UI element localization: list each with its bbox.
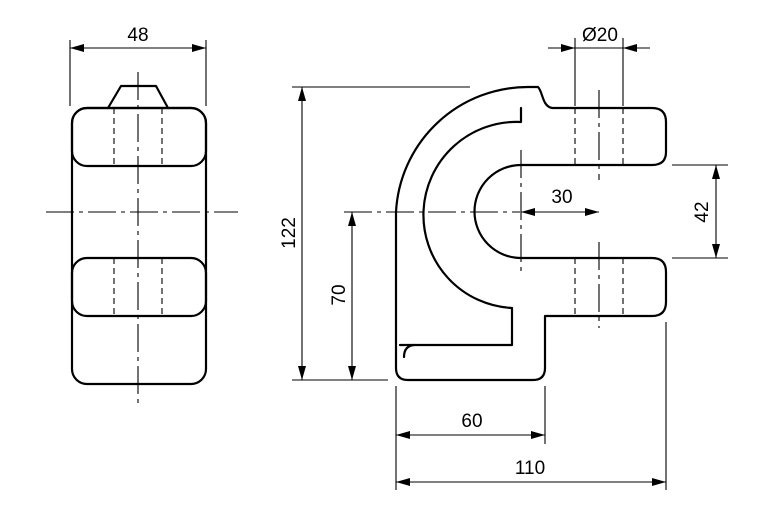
arrow-head xyxy=(531,431,545,439)
front-view-inner-arc xyxy=(398,106,523,347)
arrow-head xyxy=(348,366,356,380)
side-view: 48 xyxy=(46,25,238,408)
dim-dia-label: Ø20 xyxy=(582,25,618,46)
arrow-head xyxy=(348,212,356,226)
side-view-bottom-lug xyxy=(70,256,208,318)
arrow-head xyxy=(298,366,306,380)
dim-30-label: 30 xyxy=(551,187,572,208)
arrow-head xyxy=(298,87,306,101)
front-view-groove xyxy=(402,343,416,359)
dim-48-label: 48 xyxy=(127,25,148,46)
arrow-head xyxy=(652,478,666,486)
dim-110-label: 110 xyxy=(515,458,545,479)
dim-42-label: 42 xyxy=(692,201,713,222)
arrow-head xyxy=(561,44,575,52)
side-view-top-lug xyxy=(70,106,208,168)
dim-60-label: 60 xyxy=(461,411,482,432)
arrow-head xyxy=(712,244,720,258)
arrow-head xyxy=(396,478,410,486)
front-view: 122 70 Ø20 30 42 60 xyxy=(279,25,728,490)
arrow-head xyxy=(70,44,84,52)
arrow-head xyxy=(712,165,720,179)
arrow-head xyxy=(623,44,637,52)
side-view-body xyxy=(70,106,208,386)
dim-70-label: 70 xyxy=(329,284,350,305)
dim-122-label: 122 xyxy=(279,217,300,249)
front-view-outline xyxy=(394,85,668,382)
arrow-head xyxy=(396,431,410,439)
arrow-head xyxy=(521,208,535,216)
arrow-head xyxy=(585,208,599,216)
arrow-head xyxy=(192,44,206,52)
